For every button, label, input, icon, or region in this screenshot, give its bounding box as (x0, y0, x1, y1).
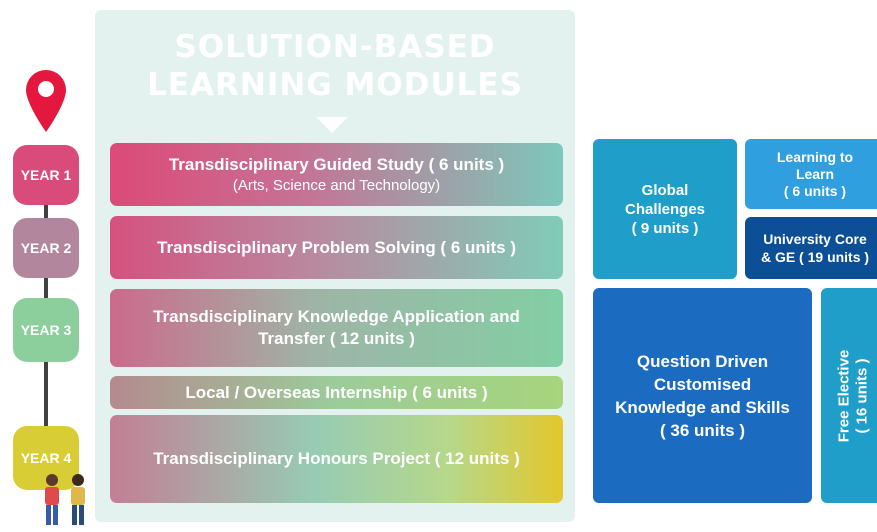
panel-title: SOLUTION-BASED LEARNING MODULES (95, 28, 575, 104)
block-text: Question Driven (636, 351, 769, 371)
block-text: Free Elective (835, 349, 852, 442)
university-core-block: University Core & GE ( 19 units ) (745, 217, 877, 279)
block-text: Global (641, 181, 689, 199)
block-text: & GE ( 19 units ) (760, 249, 870, 265)
learning-to-learn-block: Learning to Learn ( 6 units ) (745, 139, 877, 209)
module-label: Transdisciplinary Knowledge Application … (153, 307, 520, 326)
year-2-badge: YEAR 2 (13, 218, 79, 278)
year-3-badge: YEAR 3 (13, 298, 79, 362)
module-sublabel: (Arts, Science and Technology) (232, 177, 441, 194)
module-internship: Local / Overseas Internship ( 6 units ) (110, 376, 563, 409)
title-line-2: LEARNING MODULES (147, 67, 523, 103)
module-label: Transdisciplinary Honours Project ( 12 u… (153, 449, 520, 468)
title-line-1: SOLUTION-BASED (174, 29, 496, 65)
module-label: Transdisciplinary Problem Solving ( 6 un… (157, 237, 516, 257)
block-text: Learning to (776, 148, 854, 165)
module-label: Transdisciplinary Guided Study ( 6 units… (168, 155, 505, 174)
question-driven-block: Question Driven Customised Knowledge and… (593, 288, 812, 503)
block-text: ( 6 units ) (783, 182, 847, 199)
block-text: Challenges (624, 200, 706, 218)
down-arrow-icon (316, 117, 348, 133)
module-knowledge-application: Transdisciplinary Knowledge Application … (110, 289, 563, 367)
year-1-badge: YEAR 1 (13, 145, 79, 205)
block-text: ( 36 units ) (659, 420, 745, 440)
block-text: ( 16 units ) (853, 358, 870, 434)
block-text: University Core (763, 231, 867, 247)
module-problem-solving: Transdisciplinary Problem Solving ( 6 un… (110, 216, 563, 279)
module-honours-project: Transdisciplinary Honours Project ( 12 u… (110, 415, 563, 503)
global-challenges-block: Global Challenges ( 9 units ) (593, 139, 737, 279)
block-text: Learn (795, 165, 835, 182)
free-elective-block: Free Elective ( 16 units ) (821, 288, 877, 503)
block-text: Knowledge and Skills (615, 397, 790, 417)
map-pin-icon (26, 70, 66, 132)
year-4-badge: YEAR 4 (13, 426, 79, 490)
free-elective-label: Free Elective ( 16 units ) (835, 349, 871, 442)
module-guided-study: Transdisciplinary Guided Study ( 6 units… (110, 143, 563, 206)
module-label: Local / Overseas Internship ( 6 units ) (185, 382, 488, 402)
block-text: ( 9 units ) (631, 219, 699, 237)
block-text: Customised (653, 374, 752, 394)
module-label-line-2: Transfer ( 12 units ) (258, 329, 415, 348)
students-illustration (45, 474, 85, 525)
